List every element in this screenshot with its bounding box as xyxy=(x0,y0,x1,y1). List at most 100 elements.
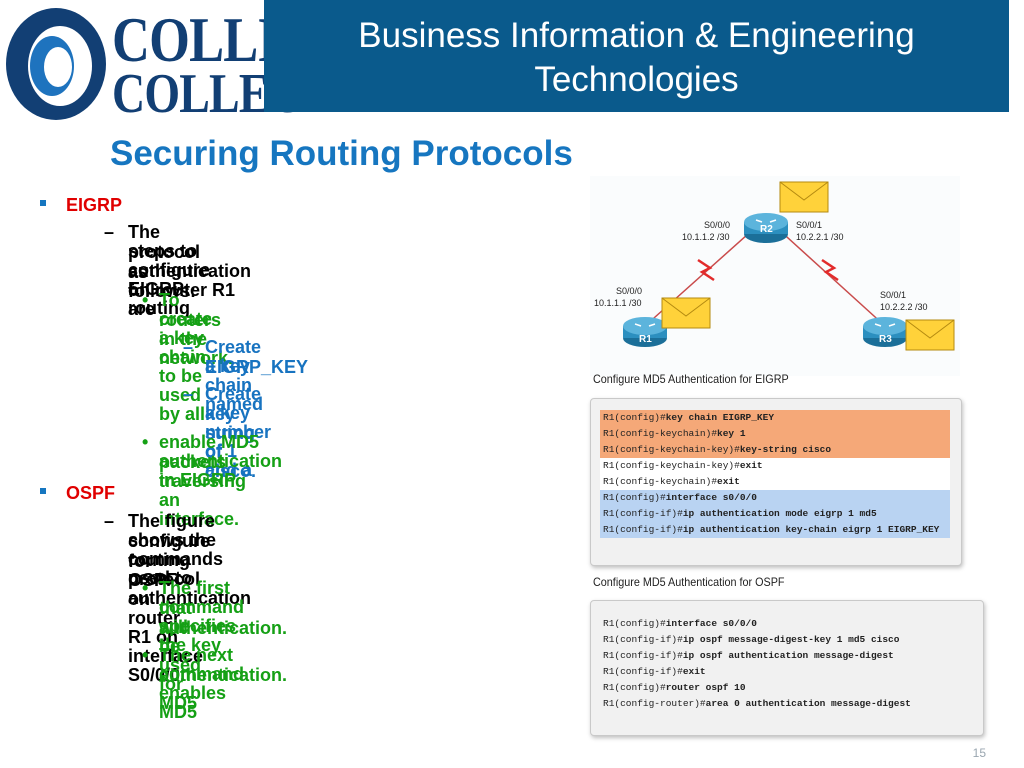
envelope-icon xyxy=(905,319,955,351)
ospf-cli-line: R1(config-if)#ip ospf authentication mes… xyxy=(600,648,970,664)
r3-ip-label: 10.2.2.2 /30 xyxy=(880,302,928,312)
cli-command: interface s0/0/0 xyxy=(665,492,757,503)
ospf-figure-caption: Configure MD5 Authentication for OSPF xyxy=(593,575,785,589)
banner-line2: Technologies xyxy=(534,60,739,99)
cli-command: ip ospf message-digest-key 1 md5 cisco xyxy=(682,634,900,645)
ospf-cli-line: R1(config-router)#area 0 authentication … xyxy=(600,696,970,712)
cli-prompt: R1(config-keychain-key)# xyxy=(603,460,740,471)
dash-marker: – xyxy=(183,337,194,357)
eigrp-text-line3: as follows: xyxy=(128,262,196,301)
ospf-heading: OSPF xyxy=(66,483,116,503)
eigrp-bullet1-line2: routers in the network. xyxy=(159,310,234,368)
ospf-text-line2: configure routing protocol authenticatio… xyxy=(128,531,252,608)
cli-command: key chain EIGRP_KEY xyxy=(665,412,775,423)
eigrp-sub2-line2: key string of cisco. xyxy=(205,404,257,481)
network-topology-diagram: R2 R1 R3 S0/0/0 10.1.1.2 /30 S0/0/1 10.2… xyxy=(590,176,960,376)
eigrp-cli-line: R1(config-keychain)#key 1 xyxy=(600,426,950,442)
eigrp-bullet2-line1: enable MD5 authentication in EIGRP xyxy=(159,432,283,490)
cli-command: exit xyxy=(682,666,706,677)
cli-command: exit xyxy=(717,476,740,487)
eigrp-cli-line: R1(config-keychain-key)#exit xyxy=(600,458,950,474)
eigrp-sub1-line2: EIGRP_KEY xyxy=(205,357,309,377)
cli-prompt: R1(config-if)# xyxy=(603,508,683,519)
r2-left-interface-label: S0/0/0 xyxy=(704,220,730,230)
eigrp-text-line1: The steps to configure EIGRP routing xyxy=(128,222,211,318)
cli-prompt: R1(config-keychain)# xyxy=(603,428,718,439)
ospf-bullet2-line1: The next command enables MD5 xyxy=(159,645,245,722)
eigrp-cli-line: R1(config-keychain-key)#key-string cisco xyxy=(600,442,950,458)
r2-left-ip-label: 10.1.1.2 /30 xyxy=(682,232,730,242)
envelope-icon xyxy=(661,297,711,329)
cli-command: router ospf 10 xyxy=(665,682,746,693)
bullet-dot-marker: • xyxy=(142,290,149,310)
ospf-cli-line: R1(config)#router ospf 10 xyxy=(600,680,970,696)
bullet-dot-marker: • xyxy=(142,645,149,665)
cli-prompt: R1(config-keychain-key)# xyxy=(603,444,740,455)
ospf-bullet1-line1: The first command specifies the key xyxy=(159,578,245,655)
cli-prompt: R1(config-if)# xyxy=(603,524,683,535)
ospf-cli-panel xyxy=(590,600,984,736)
eigrp-sub1-line1: Create a key chain named xyxy=(205,337,264,414)
collin-college-logo: COLLIN COLLEGE xyxy=(0,0,334,124)
page-number: 15 xyxy=(972,746,986,760)
eigrp-cli-line: R1(config-keychain)#exit xyxy=(600,474,950,490)
bullet-dot-marker: • xyxy=(142,578,149,598)
router-r3-icon xyxy=(863,317,907,347)
cli-prompt: R1(config)# xyxy=(603,412,666,423)
cli-command: ip authentication key-chain eigrp 1 EIGR… xyxy=(682,524,940,535)
r2-right-interface-label: S0/0/1 xyxy=(796,220,822,230)
ospf-cli-line: R1(config-if)#exit xyxy=(600,664,970,680)
cli-prompt: R1(config)# xyxy=(603,682,666,693)
eigrp-cli-line: R1(config)#interface s0/0/0 xyxy=(600,490,950,506)
bullet-dot-marker: • xyxy=(142,432,149,452)
cli-command: exit xyxy=(739,460,763,471)
r1-ip-label: 10.1.1.1 /30 xyxy=(594,298,642,308)
eigrp-figure-caption: Configure MD5 Authentication for EIGRP xyxy=(593,372,789,386)
dash-marker: – xyxy=(104,222,115,242)
cli-prompt: R1(config)# xyxy=(603,492,666,503)
cli-prompt: R1(config)# xyxy=(603,618,666,629)
eigrp-sub2-line1: Create a key number of 1 and a xyxy=(205,384,272,480)
dash-marker: – xyxy=(183,384,194,404)
cli-prompt: R1(config-if)# xyxy=(603,650,683,661)
bullet-square-icon xyxy=(40,488,46,494)
router-r2-icon xyxy=(744,213,788,243)
cli-command: ip authentication mode eigrp 1 md5 xyxy=(682,508,877,519)
r2-right-ip-label: 10.2.2.1 /30 xyxy=(796,232,844,242)
envelope-icon xyxy=(779,181,829,213)
eigrp-text-line2: protocol authentication on router R1 are xyxy=(128,242,252,319)
ospf-text-line1: The figure shows the commands used to xyxy=(128,511,224,588)
cli-command: key 1 xyxy=(717,428,746,439)
r3-interface-label: S0/0/1 xyxy=(880,290,906,300)
eigrp-bullet2-line2: packets traversing an interface. xyxy=(159,452,247,529)
ospf-cli-line: R1(config)#interface s0/0/0 xyxy=(600,616,970,632)
cli-command: area 0 authentication message-digest xyxy=(705,698,911,709)
slide-title: Securing Routing Protocols xyxy=(110,134,573,173)
ospf-bullet1-line3: authentication. xyxy=(159,618,288,638)
dash-marker: – xyxy=(104,511,115,531)
lightning-bolt-icon xyxy=(697,258,715,282)
eigrp-cli-line: R1(config)#key chain EIGRP_KEY xyxy=(600,410,950,426)
eigrp-cli-line: R1(config-if)#ip authentication key-chai… xyxy=(600,522,950,538)
eigrp-heading: EIGRP xyxy=(66,195,123,215)
router-r1-icon xyxy=(623,317,667,347)
router-r1-label: R1 xyxy=(639,334,652,345)
r1-interface-label: S0/0/0 xyxy=(616,286,642,296)
ospf-bullet2-line2: authentication. xyxy=(159,665,288,685)
cli-prompt: R1(config-if)# xyxy=(603,666,683,677)
router-r3-label: R3 xyxy=(879,334,892,345)
banner-line1: Business Information & Engineering xyxy=(358,16,915,55)
cli-prompt: R1(config-keychain)# xyxy=(603,476,718,487)
college-swirl-icon xyxy=(6,8,106,120)
cli-command: ip ospf authentication message-digest xyxy=(682,650,894,661)
eigrp-bullet1-line1: To create a key chain to be used by all xyxy=(159,290,213,424)
cli-prompt: R1(config-if)# xyxy=(603,634,683,645)
router-r2-label: R2 xyxy=(760,224,773,235)
cli-prompt: R1(config-router)# xyxy=(603,698,706,709)
eigrp-cli-line: R1(config-if)#ip authentication mode eig… xyxy=(600,506,950,522)
lightning-bolt-icon xyxy=(821,258,839,282)
ospf-bullet1-line2: that will be used for MD5 xyxy=(159,598,202,713)
header-banner: Business Information & Engineering Techn… xyxy=(264,0,1009,112)
bullet-square-icon xyxy=(40,200,46,206)
ospf-cli-line: R1(config-if)#ip ospf message-digest-key… xyxy=(600,632,970,648)
